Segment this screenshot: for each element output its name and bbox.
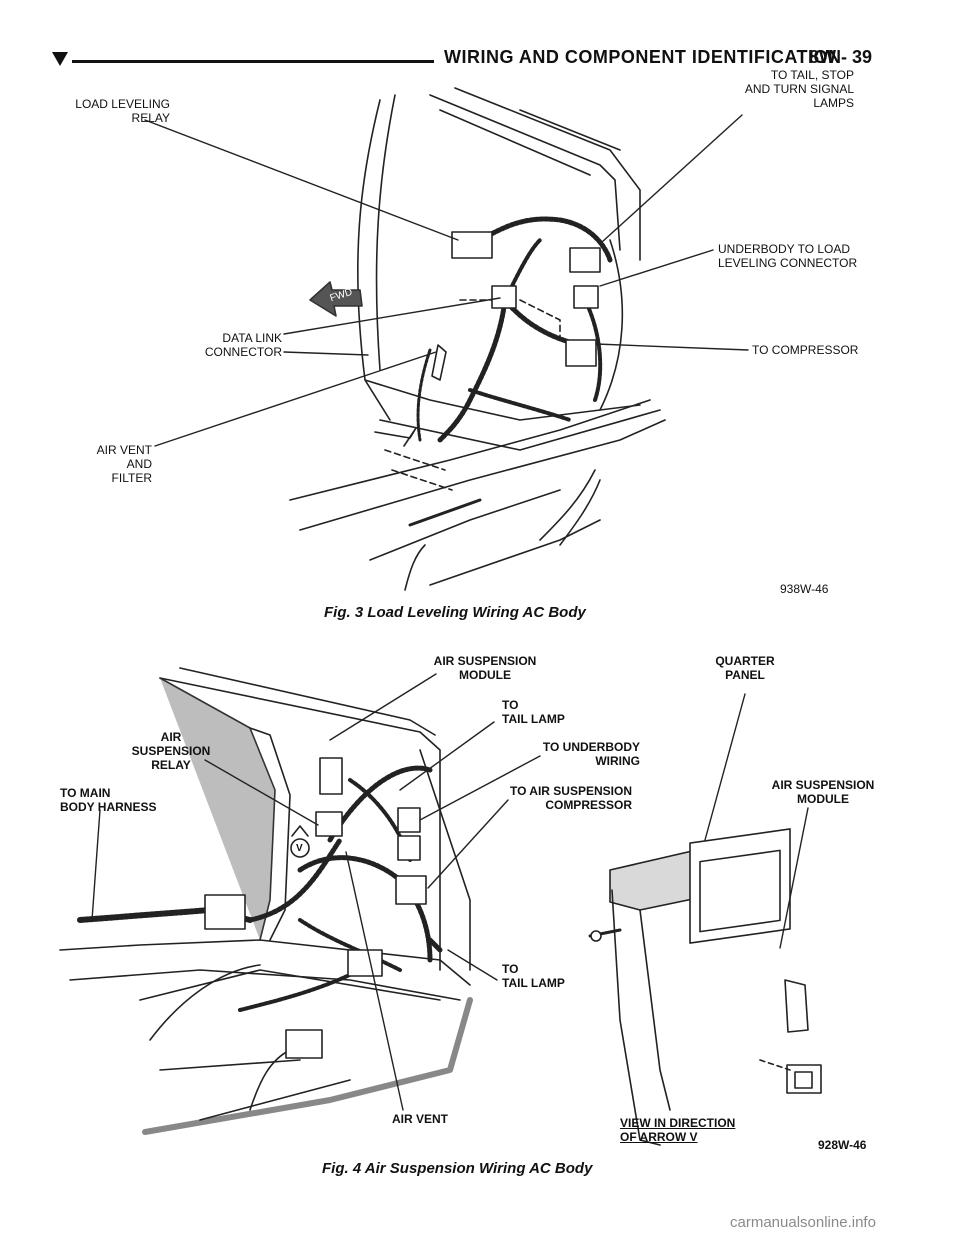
label-data-link-connector: DATA LINK CONNECTOR [204,331,282,359]
watermark: carmanualsonline.info [730,1214,876,1231]
label-to-compressor: TO COMPRESSOR [752,343,859,357]
label-view-in-direction: VIEW IN DIRECTION OF ARROW V [620,1116,736,1144]
page-number: 8W - 39 [809,47,873,67]
label-to-main-body-harness: TO MAIN BODY HARNESS [60,786,157,814]
air-suspension-illustration [59,667,822,1146]
load-leveling-illustration [144,87,749,591]
label-air-suspension-module-top: AIR SUSPENSION MODULE [433,654,537,682]
label-air-suspension-relay: AIR SUSPENSION RELAY [131,730,211,772]
figure-4: AIR SUSPENSION MODULE QUARTER PANEL TO T… [0,640,960,1200]
page-header: WIRING AND COMPONENT IDENTIFICATION 8W -… [0,0,960,80]
figure-4-code: 928W-46 [818,1138,867,1152]
label-underbody-connector: UNDERBODY TO LOAD LEVELING CONNECTOR [718,242,858,270]
label-to-tail-lamp-bottom: TO TAIL LAMP [502,962,565,990]
label-to-air-suspension-compressor: TO AIR SUSPENSION COMPRESSOR [509,784,632,812]
label-load-leveling-relay: LOAD LEVELING RELAY [75,97,170,125]
label-quarter-panel: QUARTER PANEL [715,654,775,682]
label-to-tail-stop-turn: TO TAIL, STOP AND TURN SIGNAL LAMPS [744,68,854,110]
figure-3-code: 938W-46 [780,582,829,596]
label-to-underbody-wiring: TO UNDERBODY WIRING [542,740,640,768]
figure-3-caption: Fig. 3 Load Leveling Wiring AC Body [324,604,586,621]
label-air-vent-filter: AIR VENT AND FILTER [96,443,152,485]
figure-4-caption: Fig. 4 Air Suspension Wiring AC Body [322,1160,593,1177]
header-rule [72,60,434,63]
label-air-vent: AIR VENT [392,1112,449,1126]
section-title: WIRING AND COMPONENT IDENTIFICATION [444,47,842,67]
down-triangle-icon [52,52,68,66]
label-to-tail-lamp-top: TO TAIL LAMP [502,698,565,726]
arrow-v-letter: V [296,843,303,854]
figure-3: FWD LOAD LEVELING RELAY TO TAIL, STOP AN… [75,68,859,621]
label-air-suspension-module-right: AIR SUSPENSION MODULE [771,778,875,806]
